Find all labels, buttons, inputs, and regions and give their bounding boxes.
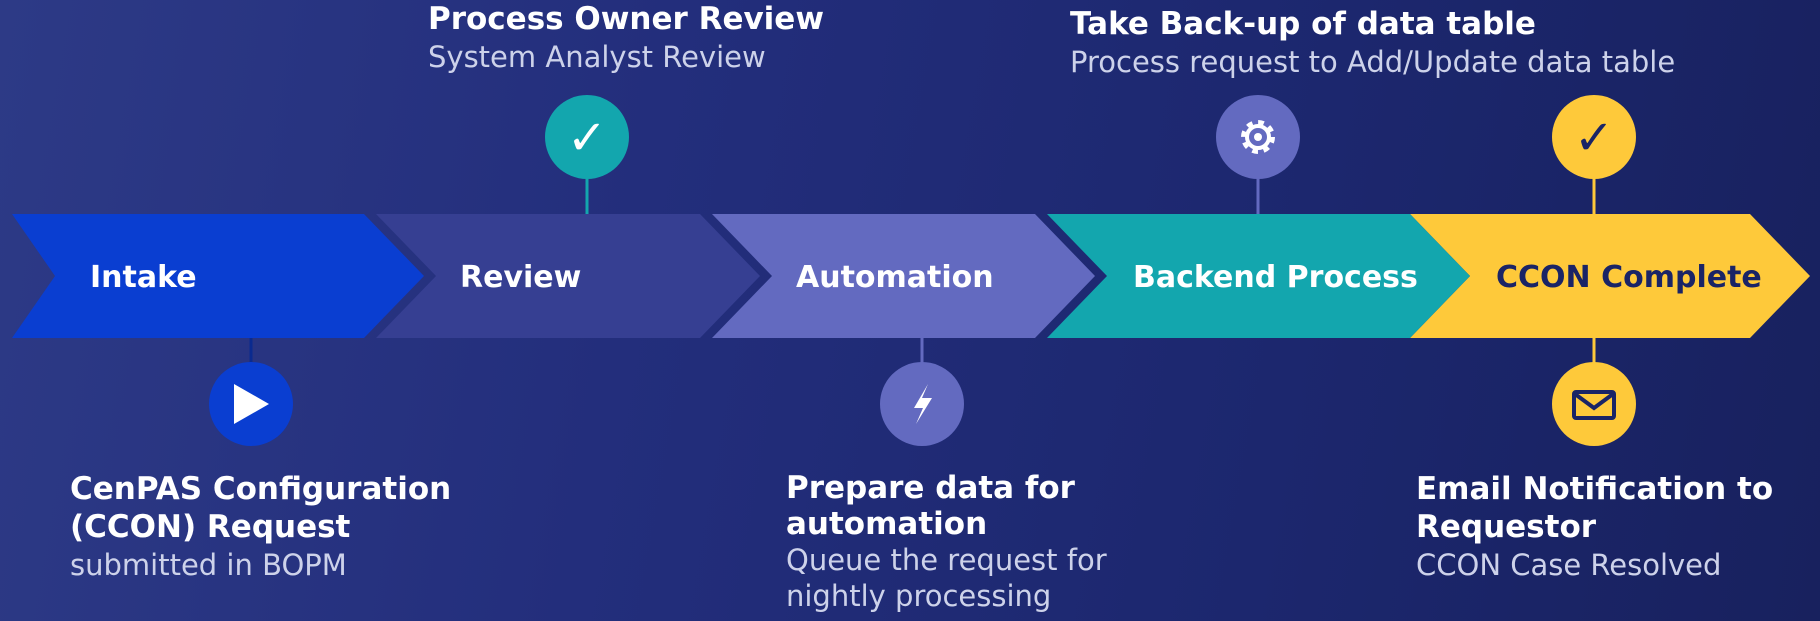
marker-complete-check-circle	[1552, 95, 1636, 179]
stage-complete-label: CCON Complete	[1496, 260, 1762, 295]
stage-automation-label: Automation	[796, 260, 994, 295]
stage-backend-label: Backend Process	[1133, 260, 1418, 295]
check-icon: ✓	[1574, 110, 1614, 166]
marker-review: ✓	[545, 95, 629, 179]
marker-complete-email	[1552, 362, 1636, 446]
annotation-complete: Email Notification to Requestor CCON Cas…	[1416, 470, 1773, 584]
stage-complete-shape	[1410, 214, 1810, 338]
annotation-complete-sub: CCON Case Resolved	[1416, 548, 1722, 582]
stage-automation: Automation	[712, 214, 1095, 338]
marker-automation	[880, 362, 964, 446]
stage-complete: CCON Complete	[1410, 214, 1810, 338]
annotation-automation-title-line1: Prepare data for	[786, 470, 1075, 506]
annotation-backend: Take Back-up of data table Process reque…	[1070, 5, 1675, 81]
marker-complete-email-circle	[1552, 362, 1636, 446]
stage-review-shape	[376, 214, 760, 338]
annotation-intake-title-line1: CenPAS Configuration	[70, 471, 452, 507]
stage-intake: Intake	[12, 214, 424, 338]
stage-backend: Backend Process	[1047, 214, 1470, 338]
annotation-automation-sub-line2: nightly processing	[786, 579, 1052, 613]
annotation-complete-title-line1: Email Notification to	[1416, 471, 1774, 507]
annotation-review-sub: System Analyst Review	[428, 40, 766, 74]
annotation-review-title: Process Owner Review	[428, 1, 824, 37]
marker-backend	[1216, 95, 1300, 179]
envelope-icon	[1572, 390, 1616, 420]
lightning-icon	[914, 384, 932, 424]
annotation-automation-title-line2: automation	[786, 506, 988, 542]
annotation-intake: CenPAS Configuration (CCON) Request subm…	[70, 470, 451, 584]
stage-automation-shape	[712, 214, 1095, 338]
annotation-intake-title-line2: (CCON) Request	[70, 509, 351, 545]
stage-intake-label: Intake	[90, 260, 197, 295]
stage-intake-shape	[12, 214, 424, 338]
stage-backend-shape	[1047, 214, 1470, 338]
annotation-complete-title-line2: Requestor	[1416, 509, 1597, 545]
play-icon	[234, 384, 269, 424]
annotation-backend-sub: Process request to Add/Update data table	[1070, 45, 1676, 79]
marker-review-circle	[545, 95, 629, 179]
stage-review: Review	[376, 214, 760, 338]
annotation-automation: Prepare data for automation Queue the re…	[786, 470, 1107, 614]
annotation-backend-title: Take Back-up of data table	[1070, 6, 1536, 42]
marker-complete-check: ✓	[1552, 95, 1636, 179]
annotation-review: Process Owner Review System Analyst Revi…	[428, 0, 824, 76]
stage-review-label: Review	[460, 260, 581, 295]
marker-intake	[209, 362, 293, 446]
annotation-intake-sub: submitted in BOPM	[70, 548, 347, 582]
annotation-automation-sub-line1: Queue the request for	[786, 543, 1107, 577]
check-icon: ✓	[567, 110, 607, 166]
gear-icon	[1241, 120, 1275, 154]
